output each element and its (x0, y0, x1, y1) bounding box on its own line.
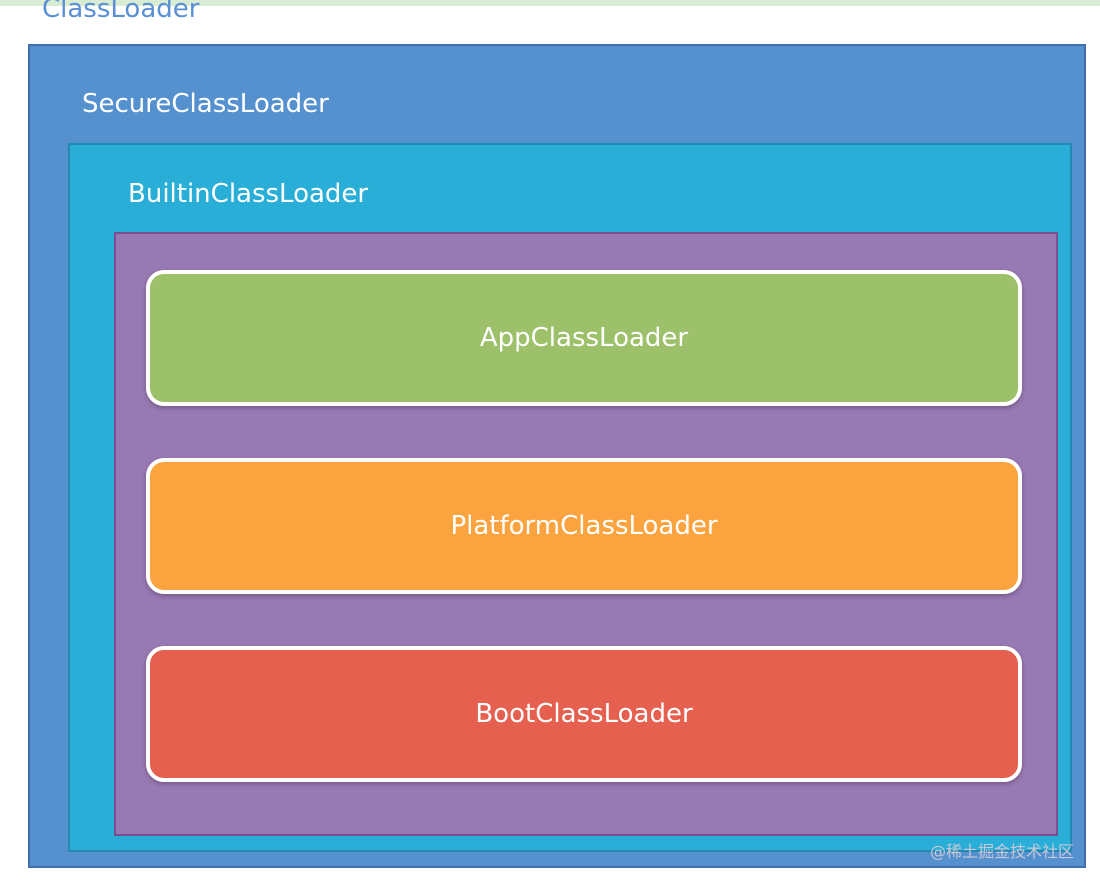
app-classloader-label: AppClassLoader (479, 323, 689, 353)
top-strip (0, 0, 1100, 6)
boot-classloader-box: BootClassLoader (146, 646, 1022, 782)
platform-classloader-box: PlatformClassLoader (146, 458, 1022, 594)
classloader-label: ClassLoader (42, 0, 200, 24)
watermark: @稀土掘金技术社区 (929, 842, 1074, 861)
boot-classloader-label: BootClassLoader (475, 699, 693, 729)
builtin-classloader-label: BuiltinClassLoader (128, 179, 369, 209)
platform-classloader-label: PlatformClassLoader (450, 511, 718, 541)
app-classloader-box: AppClassLoader (146, 270, 1022, 406)
secure-classloader-label: SecureClassLoader (82, 89, 329, 119)
